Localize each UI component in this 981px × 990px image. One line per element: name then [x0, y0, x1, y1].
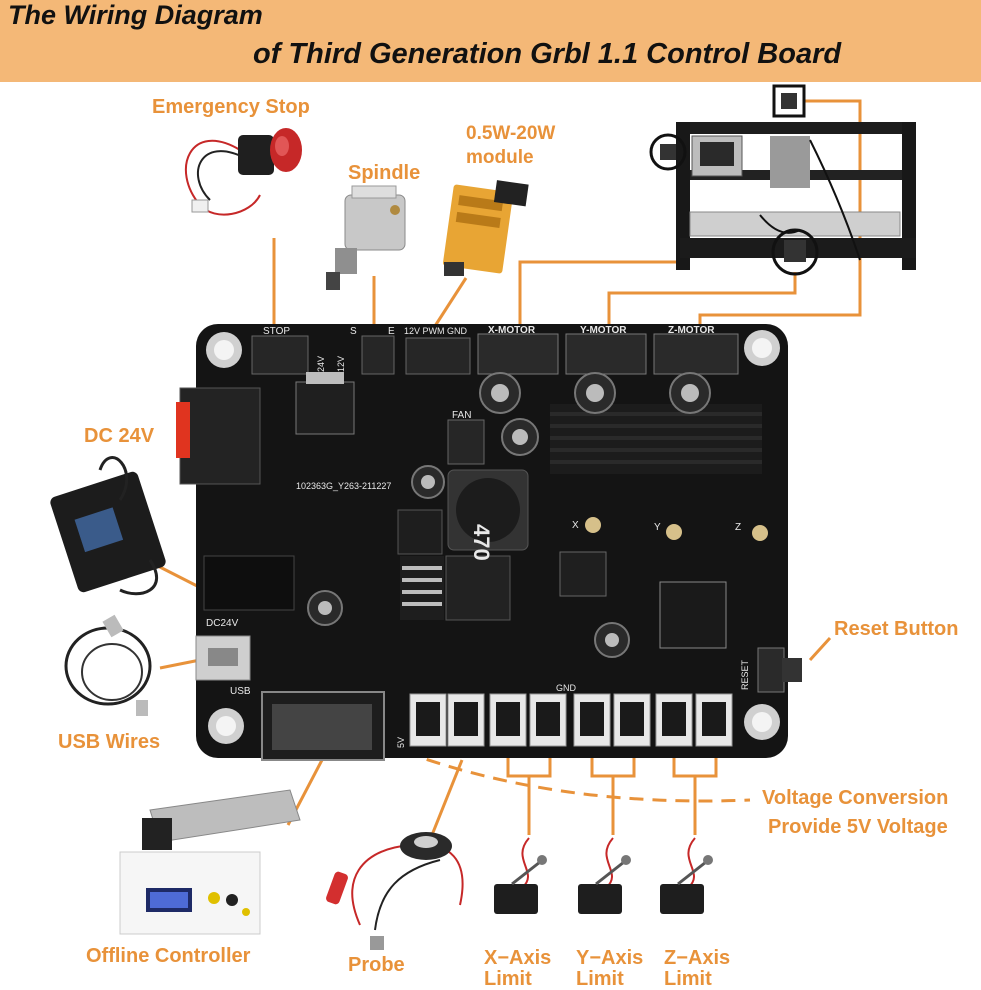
line-reset	[808, 636, 832, 662]
emergency-stop-label: Emergency Stop	[152, 96, 310, 118]
title-line-1: The Wiring Diagram	[8, 0, 263, 30]
cnc-machine	[649, 84, 916, 276]
y-axis-limit-label-line2: Limit	[576, 968, 624, 990]
board-e-label: E	[388, 326, 395, 337]
emergency-stop-device	[184, 128, 302, 216]
board-laser-header-label: 12V PWM GND	[404, 326, 468, 336]
control-board: STOP S E 12V PWM GND X-MOTOR Y-MOTOR Z-M…	[176, 324, 802, 761]
offline-controller-label: Offline Controller	[86, 945, 251, 967]
x-axis-limit-label-line1: X−Axis	[484, 947, 552, 969]
usb-cable-device	[64, 614, 152, 716]
laser-module-label-line1: 0.5W-20W	[466, 123, 556, 144]
bracket-y	[590, 755, 636, 778]
voltage-conversion-label-line2: Provide 5V Voltage	[768, 816, 948, 838]
connector-lines	[149, 99, 862, 841]
bracket-x	[506, 755, 552, 778]
board-y-motor-label: Y-MOTOR	[580, 325, 627, 336]
board-x-motor-label: X-MOTOR	[488, 325, 536, 336]
dc-24v-label: DC 24V	[84, 425, 155, 447]
board-stop-label: STOP	[263, 326, 290, 337]
board-z-motor-label: Z-MOTOR	[668, 325, 715, 336]
board-y-label: Y	[654, 522, 661, 533]
offline-controller-device	[119, 789, 301, 935]
bracket-z	[672, 755, 718, 778]
dc-power-adapter	[50, 456, 166, 596]
y-axis-limit-label-line1: Y−Axis	[576, 947, 644, 969]
z-axis-limit-label-line2: Limit	[664, 968, 712, 990]
title-banner: The Wiring Diagram of Third Generation G…	[0, 0, 981, 82]
board-serial-label: 102363G_Y263-211227	[296, 481, 391, 491]
board-24v-label: 24V	[316, 356, 326, 372]
probe-device	[326, 832, 464, 950]
voltage-conversion-label-line1: Voltage Conversion	[762, 787, 949, 809]
line-usb	[159, 658, 201, 670]
board-5v-label: 5V	[396, 737, 406, 748]
board-fan-label: FAN	[452, 410, 471, 421]
laser-module-label-line2: module	[466, 147, 534, 168]
spindle-device	[326, 185, 406, 290]
line-z-motor	[698, 99, 862, 330]
line-probe	[428, 759, 464, 841]
board-s-label: S	[350, 326, 357, 337]
board-z-label: Z	[735, 522, 741, 533]
board-dc24v-label: DC24V	[206, 618, 239, 629]
laser-module-device	[442, 180, 529, 276]
x-axis-limit-label-line2: Limit	[484, 968, 532, 990]
x-limit-switch	[494, 837, 547, 914]
board-12v-label: 12V	[336, 356, 346, 372]
board-x-label: X	[572, 520, 579, 531]
y-limit-switch	[578, 837, 631, 914]
line-y-motor	[607, 272, 797, 330]
board-usb-label: USB	[230, 686, 251, 697]
title-line-2: of Third Generation Grbl 1.1 Control Boa…	[253, 38, 842, 70]
z-axis-limit-label-line1: Z−Axis	[664, 947, 731, 969]
line-voltage-dashed	[404, 750, 751, 803]
spindle-label: Spindle	[348, 162, 421, 184]
line-x-motor	[518, 260, 676, 330]
z-limit-switch	[660, 837, 713, 914]
usb-wires-label: USB Wires	[58, 731, 161, 753]
board-gnd-label: GND	[556, 683, 577, 693]
reset-button-label: Reset Button	[834, 618, 959, 640]
board-reset-label: RESET	[740, 659, 750, 690]
board-inductor-label: 470	[469, 524, 494, 561]
probe-label: Probe	[348, 954, 405, 976]
